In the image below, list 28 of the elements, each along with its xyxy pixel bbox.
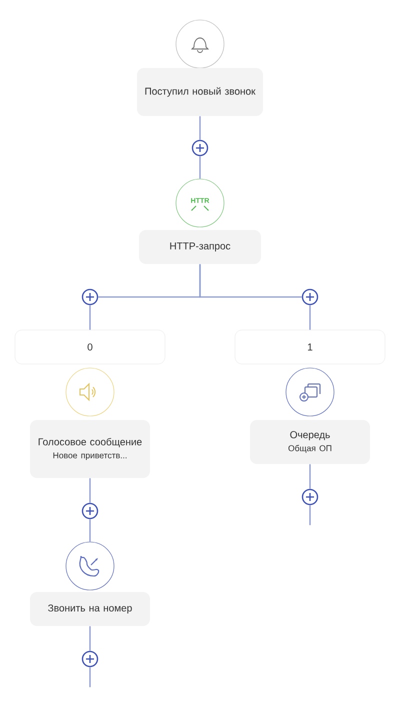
connector-line: [89, 626, 91, 651]
plus-button: [192, 140, 208, 156]
plus-button: [82, 650, 98, 668]
plus-button: [302, 488, 318, 506]
connector-line: [199, 264, 302, 298]
icon-circle: [286, 368, 334, 416]
connector-line: [89, 305, 91, 330]
connector-line: [309, 305, 311, 330]
icon-circle: [176, 20, 224, 68]
step-box: Поступил новый звонок: [137, 68, 263, 116]
plus-button: [302, 288, 318, 306]
connector-line: [89, 478, 91, 503]
step-box: Голосовое сообщение Новое приветств...: [30, 420, 150, 478]
step-box: Очередь Общая ОП: [250, 420, 370, 464]
connector-line: [89, 519, 91, 542]
connector-line: [89, 667, 91, 688]
plus-button: [82, 502, 98, 520]
icon-circle: [66, 368, 114, 416]
connector-line: [309, 505, 311, 526]
plus-button: [82, 288, 98, 306]
connector-line: [199, 156, 201, 179]
connector-line: [309, 464, 311, 489]
connector-line: [199, 116, 201, 140]
icon-circle: [66, 542, 114, 590]
step-box: HTTP-запрос: [139, 230, 261, 264]
step-box: Звонить на номер: [30, 592, 150, 626]
branch-box: 0: [14, 330, 166, 364]
branch-box: 1: [234, 330, 386, 364]
